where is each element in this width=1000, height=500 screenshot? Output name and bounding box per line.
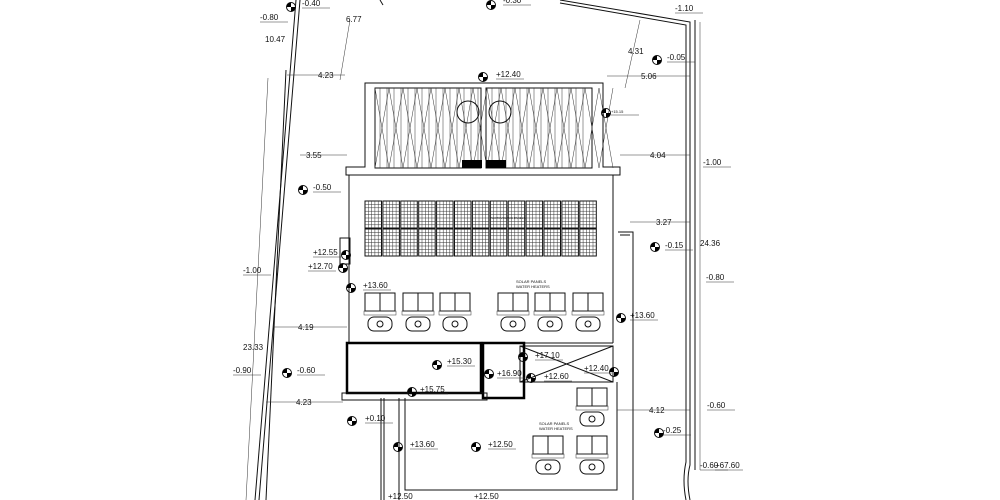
level-label: -0.40 — [302, 0, 321, 8]
note-pv: PHOTOVOLTAIC PANELS — [490, 216, 525, 220]
solar-water-heater — [401, 292, 435, 332]
level-label: +67.60 — [715, 461, 740, 470]
level-label: +12.70 — [308, 262, 333, 271]
level-marker-icon — [298, 185, 308, 195]
solar-water-heater — [575, 435, 609, 475]
solar-water-heater — [575, 387, 609, 427]
level-marker-icon — [650, 242, 660, 252]
photovoltaic-panels — [364, 200, 597, 257]
level-label: +12.50 — [474, 492, 499, 500]
level-marker-icon — [282, 368, 292, 378]
dim: 4.12 — [649, 406, 665, 415]
level-marker-icon — [341, 250, 351, 260]
dim: 23.33 — [243, 343, 264, 352]
dim: 5.06 — [641, 72, 657, 81]
level-label: +12.50 — [488, 440, 513, 449]
roof-structure — [345, 82, 621, 176]
dimension-labels: 6.77 10.47 4.31 4.23 5.06 3.55 4.04 3.27… — [243, 15, 721, 415]
solar-water-heater — [363, 292, 397, 332]
level-label: -0.50 — [313, 183, 332, 192]
level-marker-icon — [432, 360, 442, 370]
dim: 3.55 — [306, 151, 322, 160]
dim: 10.47 — [265, 35, 286, 44]
solar-water-heater — [496, 292, 530, 332]
level-markers: -0.40 -0.30 -0.80 -1.10 -0.05 +12.40 +15.15 -1.… — [233, 0, 743, 500]
level-marker-icon — [471, 442, 481, 452]
level-marker-icon — [393, 442, 403, 452]
level-label: -0.05 — [667, 53, 686, 62]
level-label: -0.60 — [700, 461, 719, 470]
level-marker-icon — [286, 2, 296, 12]
main-building — [339, 175, 634, 500]
note-solar: WATER HEATERS — [539, 426, 573, 431]
level-label: -1.00 — [243, 266, 262, 275]
level-label: +12.40 — [496, 70, 521, 79]
level-label: +15.30 — [447, 357, 472, 366]
dim: 4.23 — [318, 71, 334, 80]
level-marker-icon — [347, 416, 357, 426]
level-marker-icon — [526, 373, 536, 383]
level-label: -0.15 — [665, 241, 684, 250]
level-label: +17.10 — [535, 351, 560, 360]
level-marker-icon — [609, 367, 619, 377]
level-label: -1.00 — [703, 158, 722, 167]
level-label: -0.25 — [663, 426, 682, 435]
note-solar: SOLAR PANELS — [539, 421, 569, 426]
level-label: -0.30 — [503, 0, 522, 5]
level-marker-icon — [346, 283, 356, 293]
level-label: +13.60 — [363, 281, 388, 290]
solar-water-heater — [438, 292, 472, 332]
dim: 3.27 — [656, 218, 672, 227]
level-label: -0.80 — [706, 273, 725, 282]
level-label: +15.15 — [611, 109, 624, 114]
site-boundary — [254, 0, 696, 500]
level-label: -0.90 — [233, 366, 252, 375]
level-label: -0.80 — [260, 13, 279, 22]
level-marker-icon — [407, 387, 417, 397]
level-label: +15.75 — [420, 385, 445, 394]
level-label: +12.55 — [313, 248, 338, 257]
dim: 4.04 — [650, 151, 666, 160]
level-marker-icon — [601, 108, 611, 118]
dim: 24.36 — [700, 239, 721, 248]
solar-water-heater — [531, 435, 565, 475]
dim: 6.77 — [346, 15, 362, 24]
level-marker-icon — [338, 263, 348, 273]
solar-water-heater — [533, 292, 567, 332]
dimension-lines — [245, 19, 701, 500]
level-label: +13.60 — [630, 311, 655, 320]
level-marker-icon — [654, 428, 664, 438]
level-label: -0.60 — [707, 401, 726, 410]
level-marker-icon — [652, 55, 662, 65]
level-label: +16.90 — [497, 369, 522, 378]
level-label: +13.60 — [410, 440, 435, 449]
water-heaters — [363, 292, 609, 475]
level-marker-icon — [484, 369, 494, 379]
level-marker-icon — [616, 313, 626, 323]
level-label: -1.10 — [675, 4, 694, 13]
level-marker-icon — [486, 0, 496, 10]
level-label: +12.50 — [388, 492, 413, 500]
note-solar: SOLAR PANELS — [516, 279, 546, 284]
level-label: +0.10 — [365, 414, 386, 423]
note-solar: WATER HEATERS — [516, 284, 550, 289]
level-marker-icon — [518, 352, 528, 362]
dim: 4.31 — [628, 47, 644, 56]
level-marker-icon — [478, 72, 488, 82]
level-label: +12.40 — [584, 364, 609, 373]
dim: 4.23 — [296, 398, 312, 407]
solar-water-heater — [571, 292, 605, 332]
level-label: -0.60 — [297, 366, 316, 375]
level-label: +12.60 — [544, 372, 569, 381]
dim: 4.19 — [298, 323, 314, 332]
